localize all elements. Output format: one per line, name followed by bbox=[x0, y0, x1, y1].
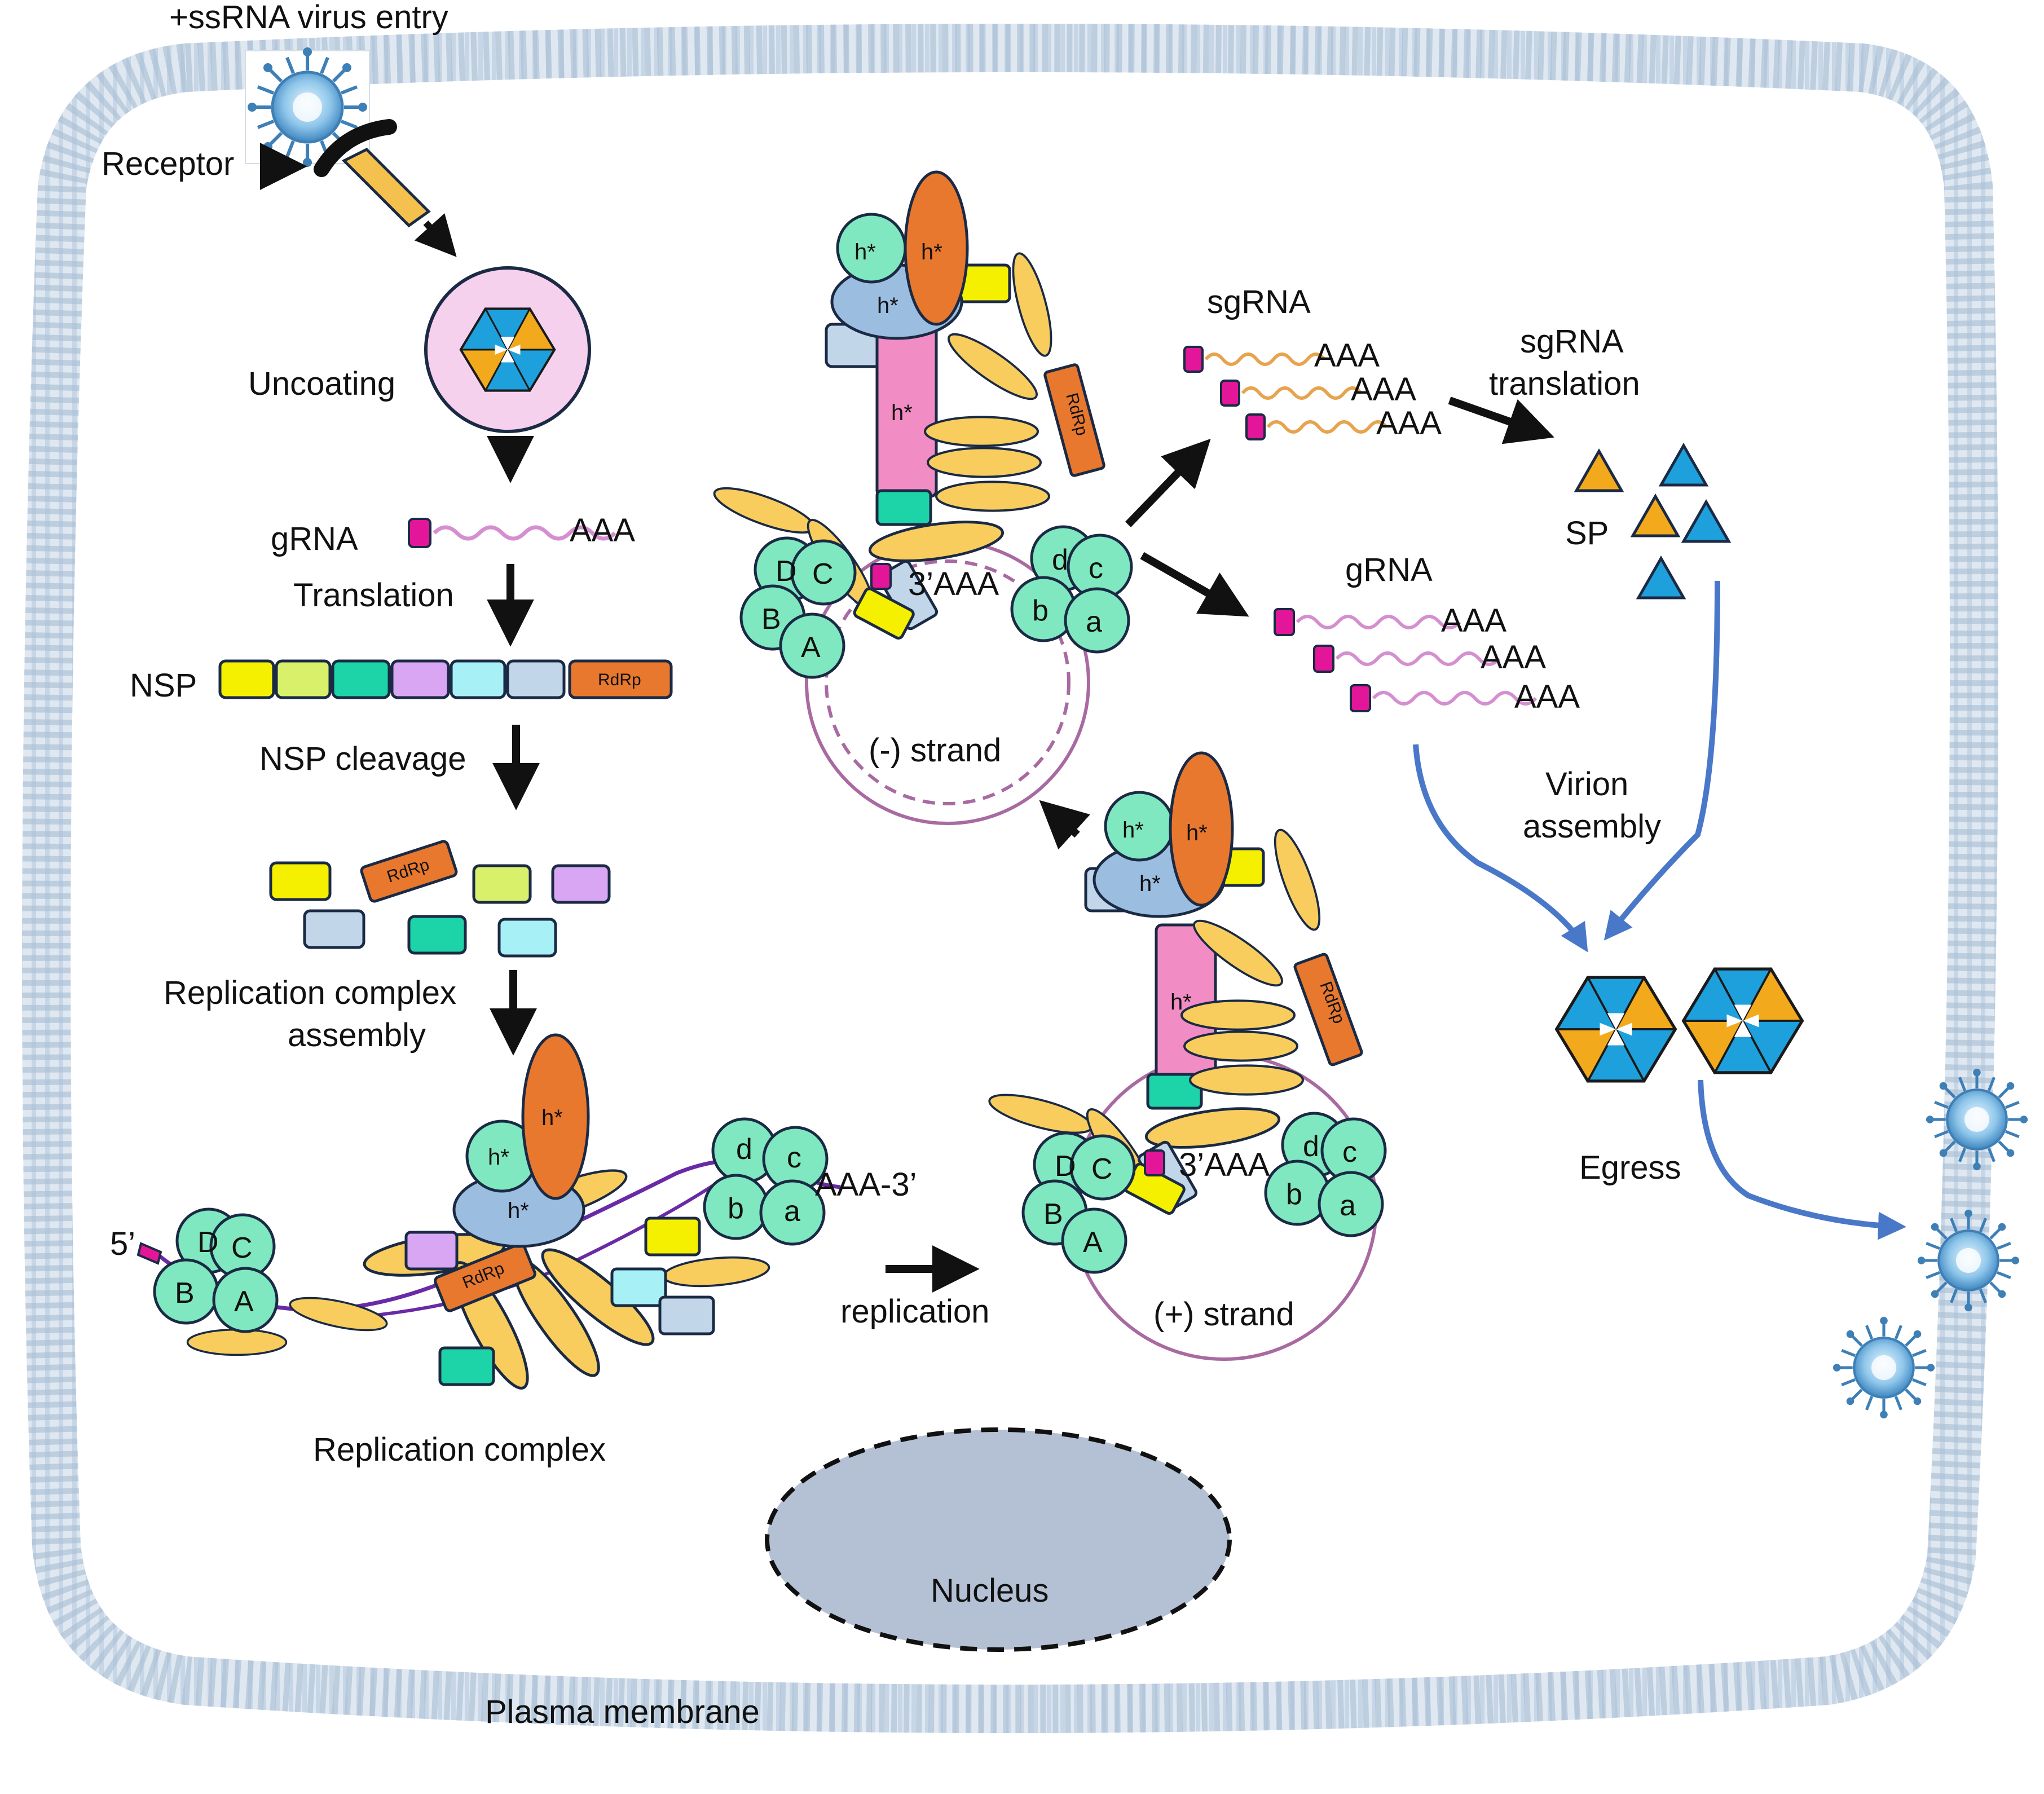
to-sgrna-arrow bbox=[1125, 438, 1211, 527]
uncoating-label: Uncoating bbox=[248, 365, 395, 402]
minus-domain-D: D bbox=[776, 555, 797, 588]
plasma-membrane bbox=[22, 24, 1998, 1733]
plus-strand-label: (+) strand bbox=[1153, 1296, 1294, 1333]
grna-right-aaa-1: AAA bbox=[1441, 602, 1506, 639]
plus-domain-d: d bbox=[1303, 1130, 1319, 1163]
plus-domain-A: A bbox=[1083, 1226, 1103, 1259]
plus-domain-C: C bbox=[1091, 1153, 1113, 1185]
plus-h-label-3: h* bbox=[1186, 821, 1208, 845]
grna-strand bbox=[433, 525, 616, 541]
grna-aaa: AAA bbox=[570, 512, 635, 549]
minus-strand-label: (-) strand bbox=[869, 732, 1001, 769]
minus-domain-A: A bbox=[801, 631, 821, 664]
nucleus-label: Nucleus bbox=[931, 1572, 1049, 1609]
grna-label: gRNA bbox=[271, 521, 358, 557]
plus-domain-B: B bbox=[1043, 1198, 1063, 1231]
rc-domain-a: a bbox=[784, 1195, 800, 1228]
minus-domain-b: b bbox=[1032, 594, 1049, 627]
translation-label: Translation bbox=[293, 577, 454, 614]
to-grna-arrow bbox=[1140, 552, 1249, 617]
nsp-cleavage-label: NSP cleavage bbox=[259, 740, 466, 777]
minus-strand-complex bbox=[708, 170, 1131, 825]
plus-h-label-1: h* bbox=[1122, 818, 1144, 843]
minus-h-label-4: h* bbox=[891, 400, 913, 425]
grna-right-label: gRNA bbox=[1345, 552, 1433, 588]
receptor-label: Receptor bbox=[102, 146, 234, 182]
minus-h-label-2: h* bbox=[877, 293, 898, 318]
plus-h-label-4: h* bbox=[1170, 990, 1192, 1015]
plus-h-label-2: h* bbox=[1139, 871, 1161, 896]
sgrna-translation-line1: sgRNA bbox=[1520, 323, 1624, 360]
receptor bbox=[314, 119, 431, 228]
endosome bbox=[424, 266, 591, 433]
rc-domain-b: b bbox=[728, 1192, 744, 1225]
minus-domain-d: d bbox=[1052, 544, 1068, 576]
replication-label: replication bbox=[840, 1293, 989, 1330]
rc-domain-c: c bbox=[787, 1141, 801, 1174]
minus-h-label-1: h* bbox=[854, 240, 876, 265]
released-virions bbox=[1833, 1069, 2028, 1418]
rc-domain-B: B bbox=[175, 1277, 195, 1310]
minus-3prime-aaa: 3’AAA bbox=[908, 566, 999, 602]
virion-assembly-line2: assembly bbox=[1523, 808, 1661, 845]
sgrna-strands bbox=[1183, 346, 1388, 440]
plus-3prime-aaa: 3’AAA bbox=[1179, 1147, 1270, 1183]
rc-h-label-1: h* bbox=[488, 1145, 509, 1170]
sgrna-label: sgRNA bbox=[1207, 284, 1311, 320]
grna-right-aaa-3: AAA bbox=[1514, 678, 1580, 715]
nucleus bbox=[765, 1427, 1232, 1652]
sgrna-aaa-3: AAA bbox=[1376, 405, 1442, 442]
rc-domain-A: A bbox=[234, 1285, 254, 1318]
replication-complex-label: Replication complex bbox=[313, 1431, 606, 1468]
rc-domain-d: d bbox=[736, 1133, 752, 1166]
egress-label: Egress bbox=[1579, 1149, 1681, 1186]
minus-domain-c: c bbox=[1089, 552, 1103, 585]
minus-domain-a: a bbox=[1086, 606, 1102, 638]
aaa-3prime-label: AAA-3’ bbox=[815, 1166, 917, 1203]
grna-cap bbox=[408, 518, 431, 548]
grna-strands-right bbox=[1274, 608, 1538, 712]
sgrna-aaa-1: AAA bbox=[1314, 337, 1380, 374]
plus-domain-b: b bbox=[1286, 1178, 1302, 1211]
minus-domain-C: C bbox=[812, 558, 834, 590]
virion-assembly-line1: Virion bbox=[1545, 766, 1628, 803]
sgrna-aaa-2: AAA bbox=[1351, 371, 1416, 408]
virus-entry-label: +ssRNA virus entry bbox=[169, 0, 448, 36]
plasma-membrane-label: Plasma membrane bbox=[485, 1694, 760, 1730]
plus-to-minus-arrow bbox=[1039, 800, 1090, 850]
rc-h-label-3: h* bbox=[541, 1105, 563, 1130]
plus-domain-D: D bbox=[1055, 1150, 1076, 1183]
nsp-label: NSP bbox=[130, 667, 197, 704]
plus-domain-c: c bbox=[1342, 1136, 1357, 1169]
nsp-polyprotein bbox=[218, 659, 673, 699]
assembled-capsids bbox=[1557, 969, 1802, 1081]
rc-assembly-label-line2: assembly bbox=[288, 1017, 426, 1054]
cleaved-nsps bbox=[269, 840, 611, 958]
rc-assembly-label-line1: Replication complex bbox=[164, 975, 456, 1011]
minus-domain-B: B bbox=[761, 603, 781, 636]
sp-label: SP bbox=[1565, 515, 1609, 552]
rc-h-label-2: h* bbox=[508, 1198, 529, 1223]
grna-right-aaa-2: AAA bbox=[1481, 639, 1546, 676]
structural-proteins bbox=[1574, 442, 1732, 600]
plus-domain-a: a bbox=[1340, 1189, 1356, 1222]
entry-arrow bbox=[414, 213, 457, 257]
grna-to-assembly-arrow bbox=[1413, 744, 1588, 953]
egress-arrow bbox=[1698, 1079, 1906, 1240]
sp-to-assembly-arrow bbox=[1604, 580, 1720, 941]
rc-domain-D: D bbox=[197, 1226, 219, 1259]
minus-h-label-3: h* bbox=[921, 240, 942, 265]
replication-complex bbox=[136, 1033, 841, 1396]
sgrna-translation-arrow bbox=[1448, 396, 1554, 444]
sgrna-translation-line2: translation bbox=[1489, 365, 1640, 402]
plus-strand-complex bbox=[985, 751, 1385, 1361]
nsp-rdrp-label: RdRp bbox=[598, 671, 641, 689]
five-prime-label: 5’ bbox=[110, 1226, 135, 1262]
rc-domain-C: C bbox=[231, 1232, 253, 1264]
